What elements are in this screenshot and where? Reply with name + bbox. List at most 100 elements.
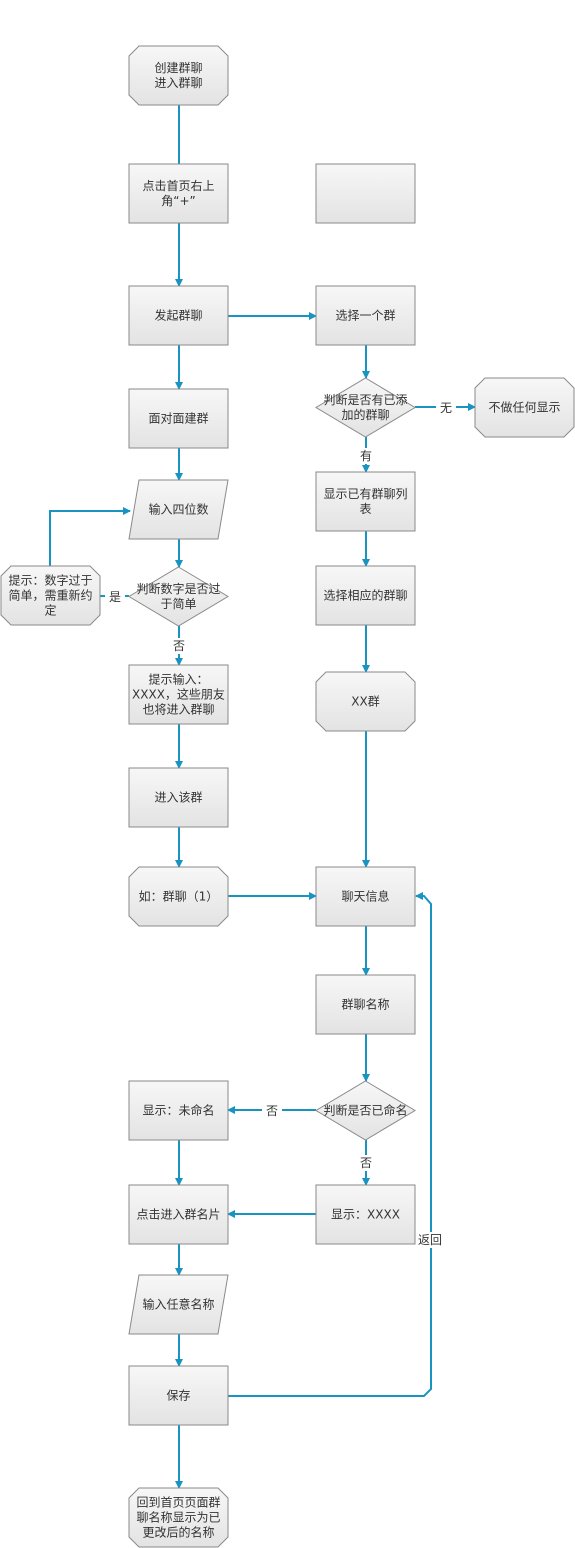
node-label-line: 判断数字是否过 bbox=[136, 581, 220, 596]
node-label-line: 群聊名称 bbox=[341, 997, 389, 1012]
edge-label-background bbox=[356, 448, 376, 464]
node-shape-parallelogram bbox=[128, 1274, 229, 1335]
node-label-line: 点击进入群名片 bbox=[136, 1207, 220, 1222]
node-label-line: 简单，需重新约 bbox=[8, 588, 92, 603]
node-label-line: 发起群聊 bbox=[154, 308, 202, 323]
edge-label-no: 否 bbox=[266, 1104, 278, 1118]
node-shape-rect bbox=[315, 974, 416, 1035]
node-label-line: 如：群聊（1） bbox=[139, 889, 219, 904]
node-shape-rect bbox=[128, 388, 229, 449]
node-shape-parallelogram bbox=[128, 479, 229, 540]
node-shape-rect bbox=[128, 285, 229, 346]
node-shape-octagon bbox=[474, 377, 575, 438]
node-shape-octagon bbox=[128, 866, 229, 927]
node-face-to-face: 面对面建群 bbox=[128, 388, 229, 449]
node-label-line: 输入任意名称 bbox=[142, 1297, 214, 1312]
node-xx-group: XX群 bbox=[315, 671, 416, 732]
edge-label-background bbox=[169, 638, 189, 654]
node-label-line: 回到首页页面群 bbox=[136, 1496, 220, 1510]
edge-label-background bbox=[420, 1232, 440, 1248]
node-label-line: 显示：未命名 bbox=[142, 1103, 214, 1118]
node-shape-octagon bbox=[315, 671, 416, 732]
node-shape-rect bbox=[315, 163, 416, 224]
node-select-matching-group: 选择相应的群聊 bbox=[315, 565, 416, 626]
node-label-line: 创建群聊 bbox=[154, 61, 202, 75]
node-blank-box bbox=[315, 163, 416, 224]
node-save: 保存 bbox=[128, 1365, 229, 1426]
node-label-line: 聊名称显示为已 bbox=[136, 1510, 220, 1525]
node-label-line: 判断是否已命名 bbox=[323, 1103, 407, 1118]
edge-label-background bbox=[356, 1155, 376, 1171]
node-shape-octagon bbox=[0, 565, 101, 626]
node-shape-octagon bbox=[128, 45, 229, 106]
node-label-line: 进入该群 bbox=[154, 791, 202, 805]
node-shape-rect bbox=[315, 285, 416, 346]
node-shape-rect bbox=[315, 1184, 416, 1245]
node-label-line: 显示：XXXX bbox=[331, 1208, 400, 1222]
node-enter-group: 进入该群 bbox=[128, 767, 229, 828]
edge-label-background bbox=[105, 589, 125, 605]
edge-save-back-to-chatinfo bbox=[228, 892, 432, 1397]
node-shape-rect bbox=[128, 1365, 229, 1426]
node-show-unnamed: 显示：未命名 bbox=[128, 1080, 229, 1141]
node-label-line: 显示已有群聊列 bbox=[323, 487, 407, 501]
node-shape-diamond bbox=[128, 566, 229, 627]
node-label-line: 加的群聊 bbox=[341, 407, 389, 422]
node-shape-rect bbox=[315, 565, 416, 626]
node-chat-info: 聊天信息 bbox=[315, 866, 416, 927]
node-show-xxxx: 显示：XXXX bbox=[315, 1184, 416, 1245]
node-label-line: 输入四位数 bbox=[148, 502, 208, 517]
node-label-line: 选择一个群 bbox=[335, 309, 395, 323]
node-shape-rect bbox=[128, 767, 229, 828]
node-label-line: 于简单 bbox=[160, 597, 196, 611]
node-shape-diamond bbox=[315, 1080, 416, 1141]
node-label-line: 进入群聊 bbox=[154, 76, 202, 90]
node-label-line: 判断是否有已添 bbox=[323, 392, 407, 407]
node-shape-octagon bbox=[128, 1487, 229, 1548]
node-tap-group-card: 点击进入群名片 bbox=[128, 1184, 229, 1245]
node-shape-rect bbox=[128, 664, 229, 725]
node-group-name: 群聊名称 bbox=[315, 974, 416, 1035]
node-show-nothing: 不做任何显示 bbox=[474, 377, 575, 438]
node-label-line: 更改后的名称 bbox=[142, 1525, 214, 1540]
node-label-line: 定 bbox=[44, 603, 56, 618]
node-label-line: 提示：数字过于 bbox=[8, 573, 92, 588]
node-label-line: 不做任何显示 bbox=[488, 400, 560, 415]
node-label-line: 保存 bbox=[166, 1389, 190, 1403]
node-label-line: 也将进入群聊 bbox=[142, 703, 214, 717]
edge-label-return: 返回 bbox=[418, 1233, 442, 1247]
node-shape-rect bbox=[315, 866, 416, 927]
node-label-line: XXXX，这些朋友 bbox=[132, 687, 225, 702]
edge-label-none: 无 bbox=[440, 401, 452, 415]
edge-label-no: 否 bbox=[360, 1156, 372, 1170]
node-start-group-chat: 发起群聊 bbox=[128, 285, 229, 346]
node-select-a-group: 选择一个群 bbox=[315, 285, 416, 346]
node-label-line: 选择相应的群聊 bbox=[323, 588, 407, 603]
node-label-line: 点击首页右上 bbox=[142, 178, 214, 193]
node-example-group: 如：群聊（1） bbox=[128, 866, 229, 927]
edge-label-no: 否 bbox=[173, 639, 185, 653]
node-shape-rect bbox=[128, 1184, 229, 1245]
node-judge-named: 判断是否已命名 bbox=[315, 1080, 416, 1141]
node-enter-four-digits: 输入四位数 bbox=[128, 479, 229, 540]
edge-label-yes: 是 bbox=[109, 590, 121, 604]
node-label-line: 提示输入： bbox=[148, 672, 208, 687]
node-label-line: 角“+” bbox=[161, 194, 196, 208]
node-label-line: 表 bbox=[359, 502, 371, 516]
node-shape-rect bbox=[128, 163, 229, 224]
edge-label-background bbox=[262, 1103, 282, 1119]
node-shape-diamond bbox=[315, 377, 416, 438]
edge-label-has: 有 bbox=[360, 449, 372, 463]
node-shape-rect bbox=[315, 471, 416, 532]
edge-label-background bbox=[436, 400, 456, 416]
